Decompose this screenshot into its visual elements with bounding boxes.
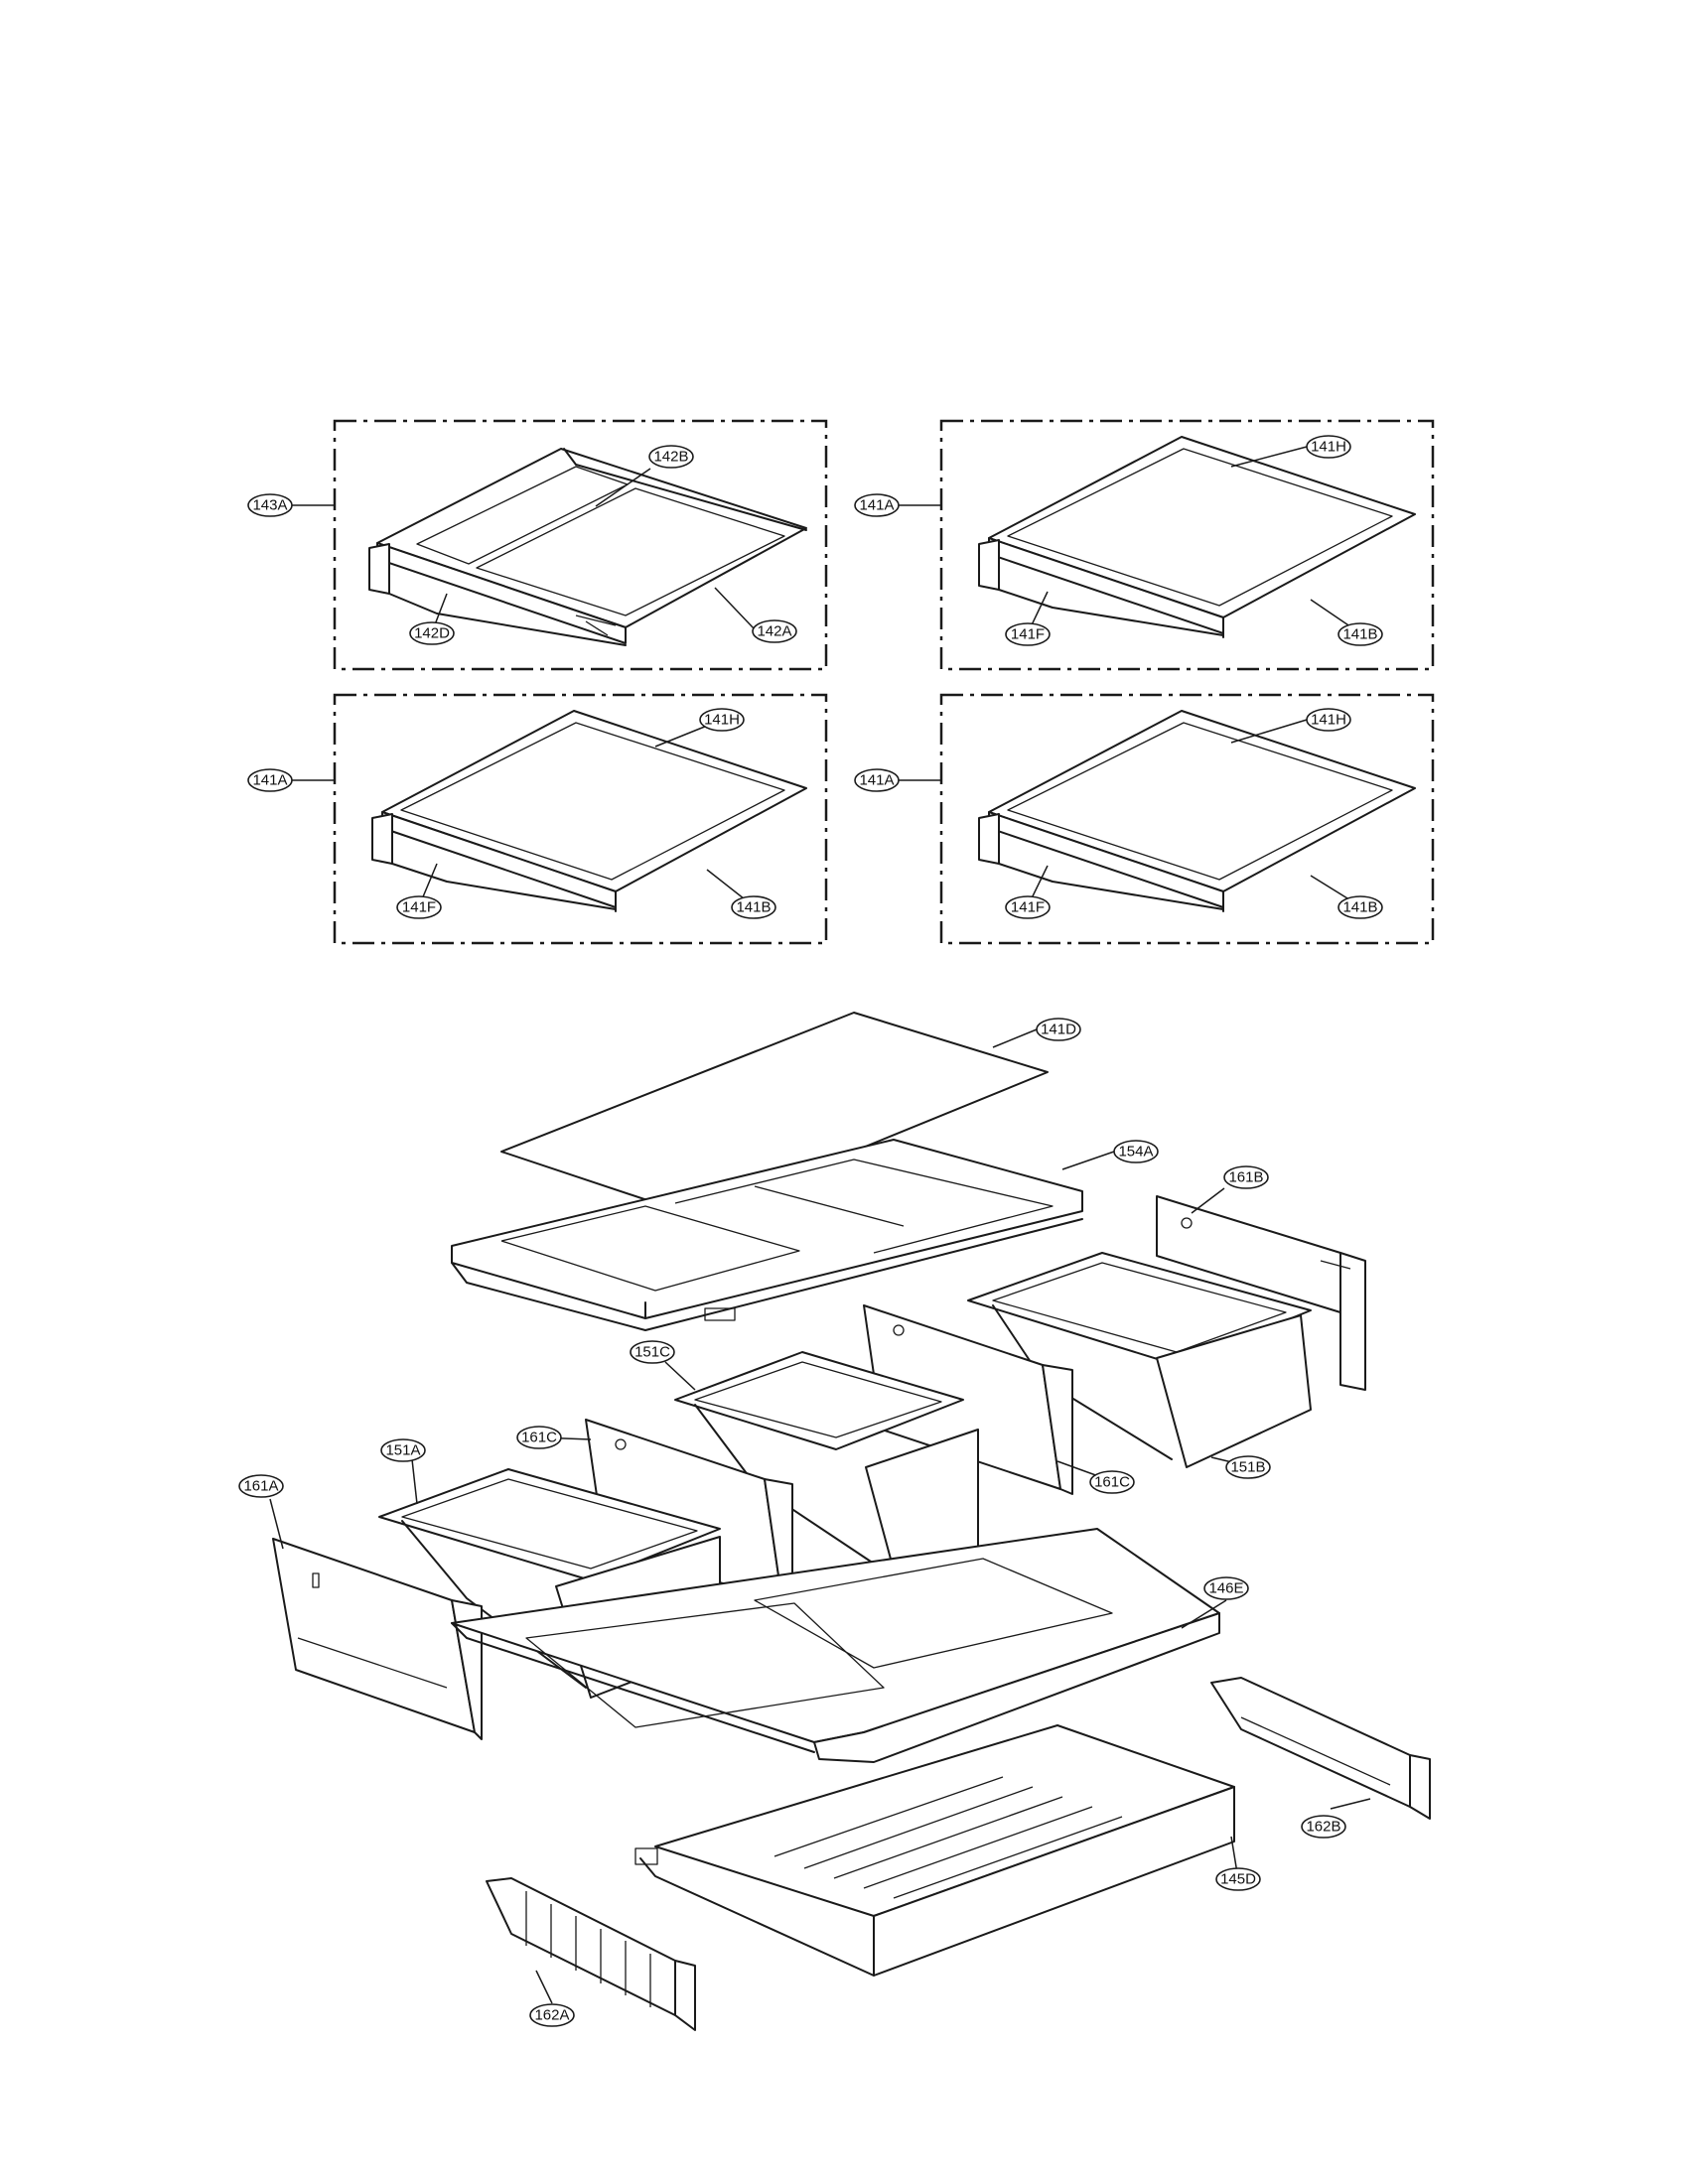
glass-shelf xyxy=(978,710,1416,912)
split-glass-shelf xyxy=(368,448,807,646)
callout-141A-box3: 141A xyxy=(247,768,293,792)
callout-141F-box2: 141F xyxy=(1005,622,1051,646)
callout-151C: 151C xyxy=(630,1340,675,1364)
slide-rail-left xyxy=(486,1877,696,2031)
label-161C: 161C xyxy=(1094,1474,1130,1491)
callout-142A: 142A xyxy=(752,619,797,643)
label-142B: 142B xyxy=(653,449,688,466)
label-151B: 151B xyxy=(1230,1459,1265,1476)
label-143A: 143A xyxy=(252,497,287,514)
label-141H: 141H xyxy=(1311,439,1346,456)
label-141B: 141B xyxy=(1342,899,1377,916)
callout-141B-box2: 141B xyxy=(1337,622,1383,646)
label-141D: 141D xyxy=(1041,1022,1076,1038)
glass-cover-panel xyxy=(500,1012,1049,1217)
label-162B: 162B xyxy=(1306,1819,1340,1836)
label-161C: 161C xyxy=(521,1430,557,1446)
callout-141H-box2: 141H xyxy=(1306,435,1351,459)
callout-141D: 141D xyxy=(1036,1018,1081,1041)
callout-141F-box4: 141F xyxy=(1005,895,1051,919)
label-146E: 146E xyxy=(1208,1580,1243,1597)
callout-161C-right: 161C xyxy=(1089,1470,1135,1494)
pantry-drawer xyxy=(634,1724,1235,1977)
callout-141A-box4: 141A xyxy=(854,768,900,792)
divider-panel-left xyxy=(272,1538,483,1740)
callout-141B-box4: 141B xyxy=(1337,895,1383,919)
callout-142B: 142B xyxy=(648,445,694,469)
pantry-drawer-ribs xyxy=(774,1776,1123,1899)
label-141B: 141B xyxy=(736,899,771,916)
callout-141A-box2: 141A xyxy=(854,493,900,517)
divider-panel-right xyxy=(1156,1195,1366,1391)
shelf-assembly-box-4 xyxy=(939,693,1435,945)
glass-shelf xyxy=(371,710,807,912)
rail-teeth xyxy=(525,1891,651,2007)
label-141H: 141H xyxy=(1311,712,1346,729)
callout-143A: 143A xyxy=(247,493,293,517)
label-151C: 151C xyxy=(634,1344,670,1361)
label-141A: 141A xyxy=(859,772,894,789)
label-141F: 141F xyxy=(402,899,436,916)
callout-161A: 161A xyxy=(238,1474,284,1498)
label-162A: 162A xyxy=(534,2007,569,2024)
callout-161C-left: 161C xyxy=(516,1426,562,1449)
label-141A: 141A xyxy=(252,772,287,789)
callout-141B-box3: 141B xyxy=(731,895,776,919)
callout-141F-box3: 141F xyxy=(396,895,442,919)
callout-162A: 162A xyxy=(529,2003,575,2027)
label-141B: 141B xyxy=(1342,626,1377,643)
callout-141H-box3: 141H xyxy=(699,708,745,732)
callout-151B: 151B xyxy=(1225,1455,1271,1479)
callout-142D: 142D xyxy=(409,621,455,645)
callout-141H-box4: 141H xyxy=(1306,708,1351,732)
callout-145D: 145D xyxy=(1215,1867,1261,1891)
label-161B: 161B xyxy=(1228,1169,1263,1186)
shelf-assembly-box-3 xyxy=(333,693,828,945)
shelf-base-tray xyxy=(451,1528,1220,1763)
shelf-assembly-box-2 xyxy=(939,419,1435,671)
shelf-assembly-box-1 xyxy=(333,419,828,671)
label-141A: 141A xyxy=(859,497,894,514)
label-142A: 142A xyxy=(757,623,791,640)
callout-161B: 161B xyxy=(1223,1165,1269,1189)
label-141F: 141F xyxy=(1011,899,1045,916)
glass-shelf xyxy=(978,436,1416,638)
label-142D: 142D xyxy=(414,625,450,642)
crisper-cover-frame xyxy=(451,1139,1083,1331)
crisper-drawer-center xyxy=(674,1351,979,1589)
callout-154A: 154A xyxy=(1113,1140,1159,1163)
slide-rail-right xyxy=(1210,1677,1431,1820)
callout-146E: 146E xyxy=(1203,1576,1249,1600)
label-141H: 141H xyxy=(704,712,740,729)
callout-162B: 162B xyxy=(1301,1815,1346,1839)
label-145D: 145D xyxy=(1220,1871,1256,1888)
callout-151A: 151A xyxy=(380,1438,426,1462)
label-151A: 151A xyxy=(385,1442,420,1459)
label-161A: 161A xyxy=(243,1478,278,1495)
label-141F: 141F xyxy=(1011,626,1045,643)
label-154A: 154A xyxy=(1118,1144,1153,1160)
